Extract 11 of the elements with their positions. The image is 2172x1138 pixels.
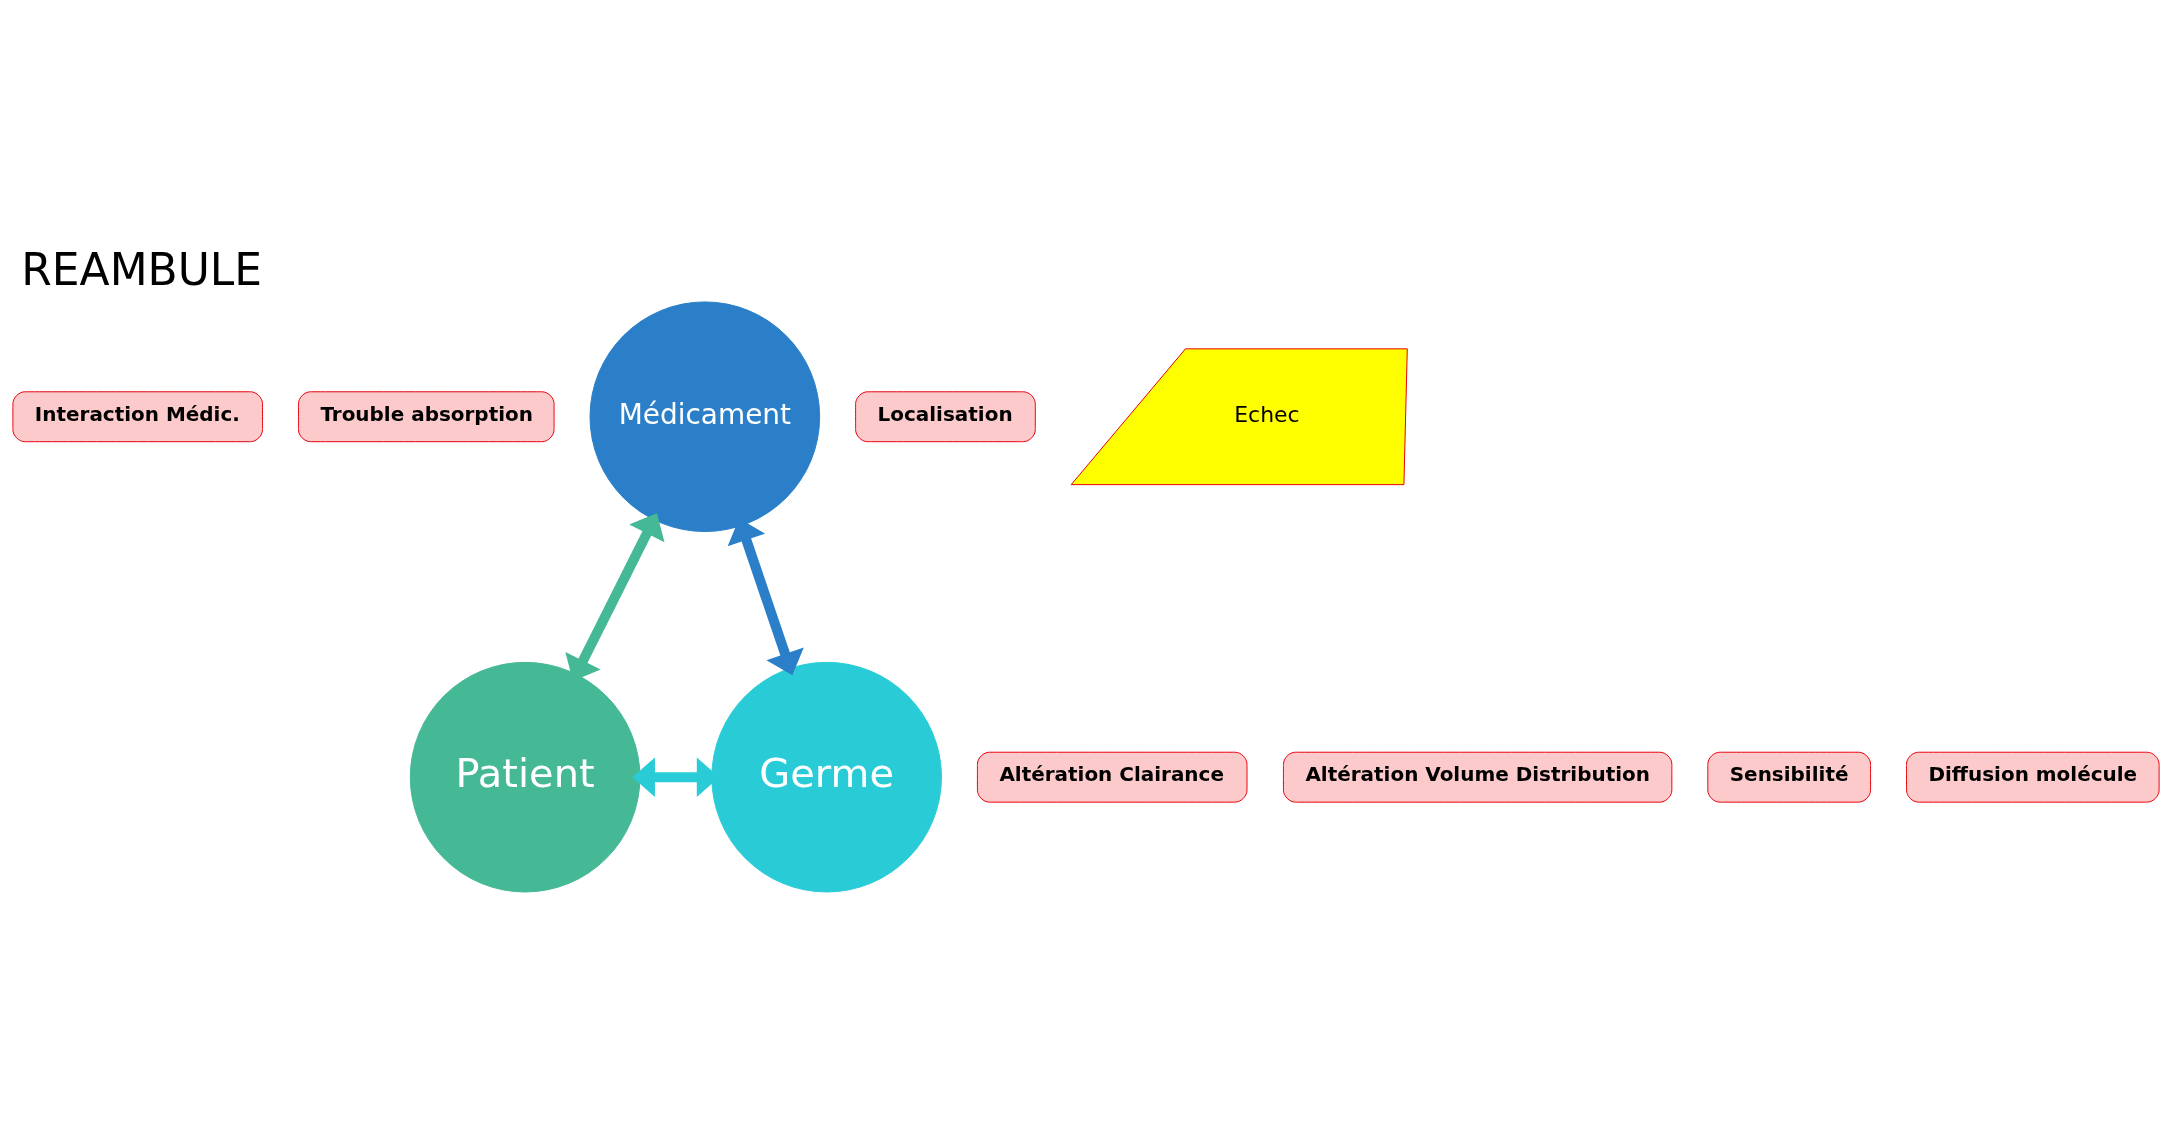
diagram-title: REAMBULE [21, 244, 263, 296]
node-box: Diffusion molécule [1906, 751, 2160, 803]
node-box: Interaction Médic. [12, 391, 263, 443]
node-circle: Germe [711, 661, 942, 893]
node-box: Localisation [855, 391, 1036, 443]
node-box: Altération Volume Distribution [1282, 751, 1673, 803]
node-box: Altération Clairance [976, 751, 1248, 803]
node-box: Trouble absorption [297, 391, 555, 443]
node-box: Sensibilité [1707, 751, 1872, 803]
node-circle: Médicament [589, 301, 821, 533]
node-circle: Patient [409, 661, 641, 893]
